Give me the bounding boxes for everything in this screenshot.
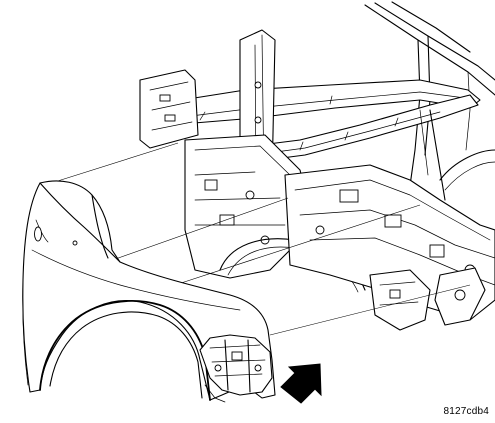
hinge-pillar — [139, 69, 199, 149]
callout-arrow-icon — [280, 363, 322, 404]
right-side-structure — [419, 109, 495, 201]
body-structure — [139, 1, 495, 331]
right-tab — [434, 267, 486, 326]
lower-bracket — [369, 269, 431, 331]
figure-reference-code: 8127cdb4 — [443, 406, 489, 417]
inner-apron — [184, 134, 311, 279]
explode-guide-lines — [44, 142, 471, 336]
fender-front-bracket — [199, 334, 273, 403]
